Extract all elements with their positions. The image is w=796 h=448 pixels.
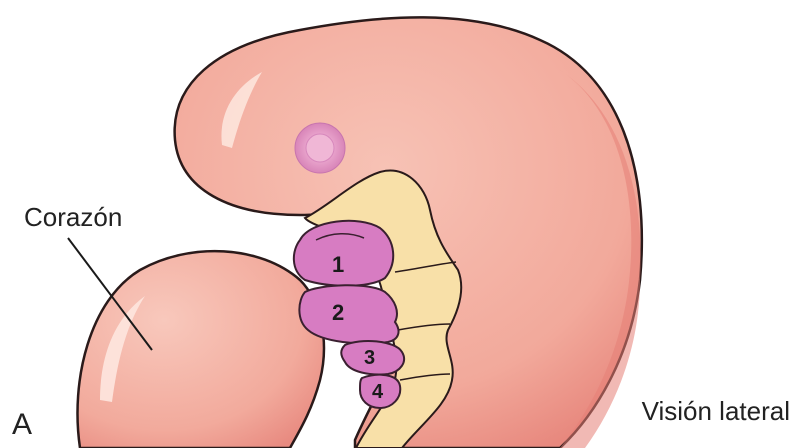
view-label: Visión lateral xyxy=(642,396,790,427)
arch-number-4: 4 xyxy=(372,381,384,403)
panel-letter: A xyxy=(12,408,32,442)
eye-inner xyxy=(306,134,334,162)
arch-number-2: 2 xyxy=(332,300,344,325)
arch-number-3: 3 xyxy=(364,347,375,369)
pharyngeal-arch-2 xyxy=(299,285,398,343)
arch-number-1: 1 xyxy=(332,252,344,277)
heart-label: Corazón xyxy=(24,202,122,233)
